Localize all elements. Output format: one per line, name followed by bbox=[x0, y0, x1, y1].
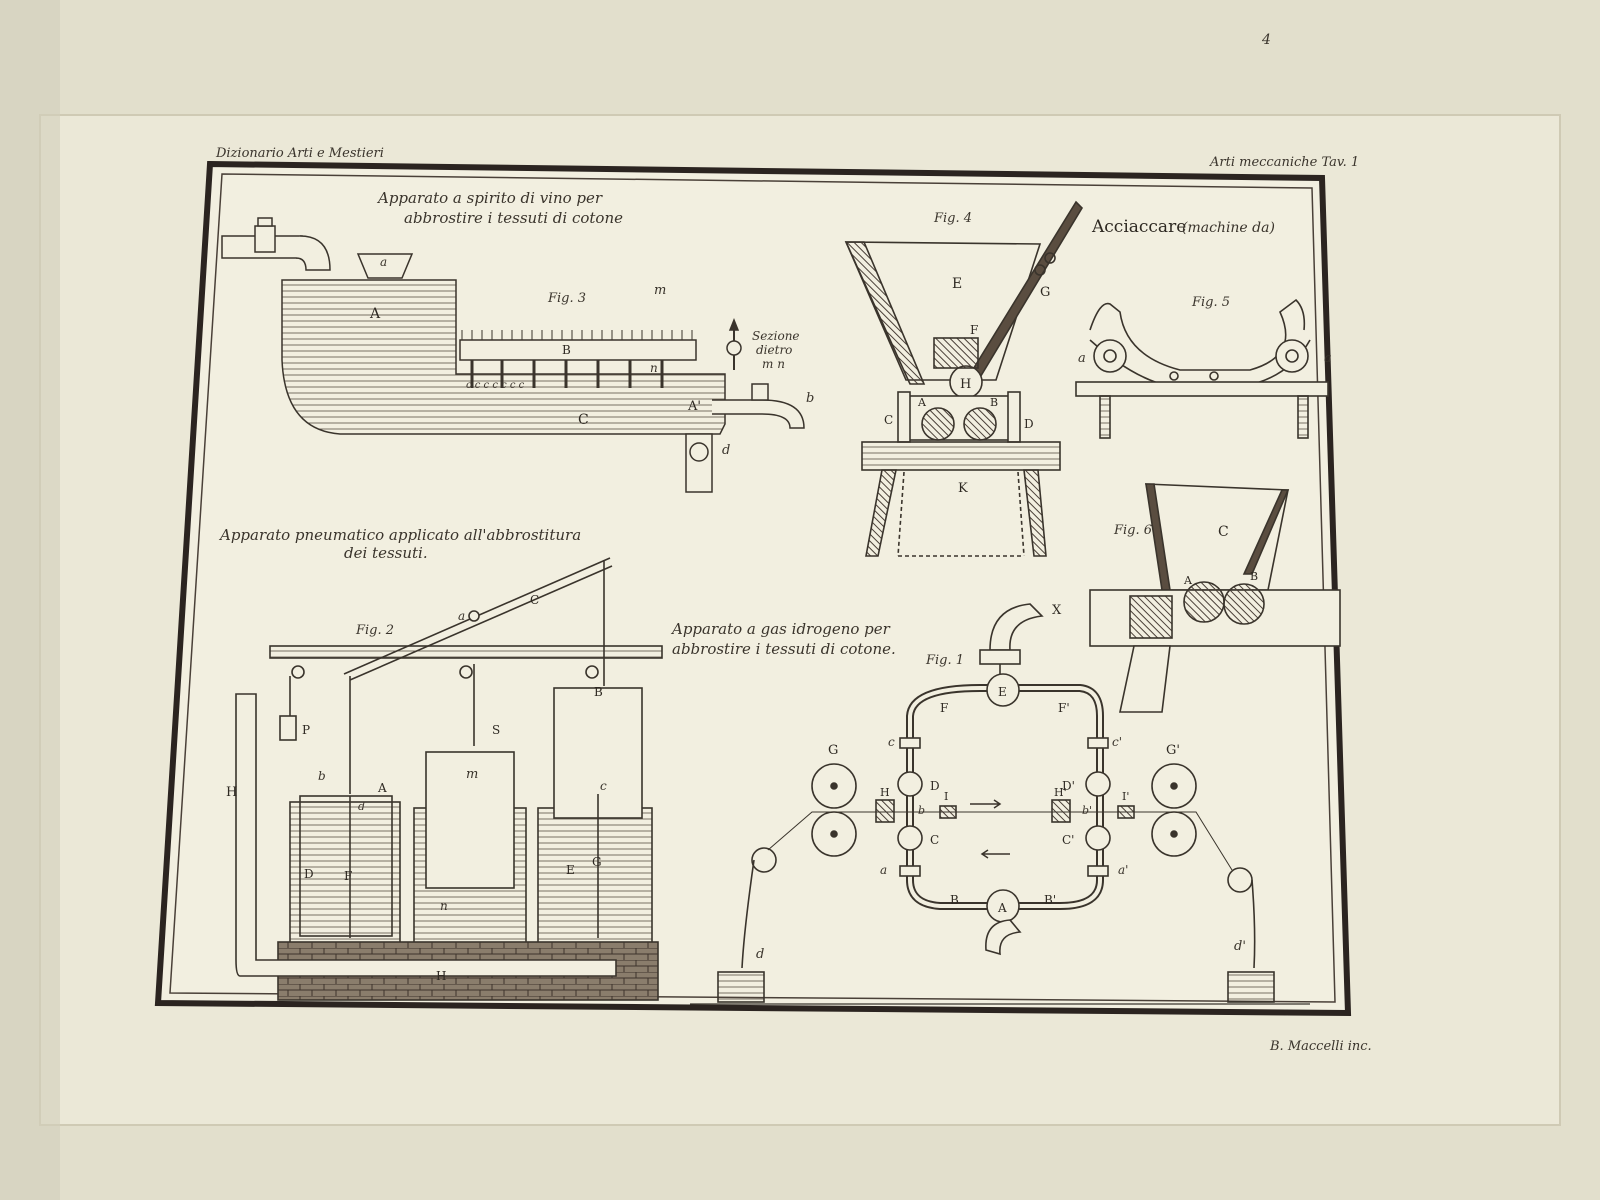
fig1-letter-d-prime: d' bbox=[1234, 939, 1246, 954]
fig2-pneumatic-apparatus bbox=[235, 557, 663, 1001]
fig1-letter-C: C bbox=[930, 833, 939, 847]
fig1-letter-A: A bbox=[997, 901, 1007, 915]
fig1-letter-X: X bbox=[1052, 603, 1062, 618]
fig1-letter-F-prime: F' bbox=[1058, 701, 1070, 715]
fig1-letter-G-prime: G' bbox=[1166, 743, 1180, 758]
fig2-letter-E: E bbox=[566, 863, 575, 877]
fig1-title-line1: Apparato a gas idrogeno per bbox=[670, 620, 891, 638]
fig4-letter-A: A bbox=[917, 396, 927, 409]
fig2-letter-H-left: H bbox=[226, 785, 237, 800]
fig4-letter-E: E bbox=[952, 276, 962, 292]
fig6-label: Fig. 6 bbox=[1113, 523, 1152, 538]
acciaccare-subtitle: (machine da) bbox=[1182, 220, 1275, 236]
fig2-letter-a: a bbox=[458, 609, 465, 623]
fig3-letter-A: A bbox=[369, 306, 381, 322]
header-right: Arti meccaniche Tav. 1 bbox=[1209, 155, 1359, 170]
fig3-letter-B: B bbox=[562, 343, 571, 357]
fig3-letter-a: a bbox=[380, 255, 387, 269]
fig6-letter-C: C bbox=[1218, 524, 1229, 540]
plate-frame-inner bbox=[169, 173, 1336, 1003]
fig1-letter-c: c bbox=[888, 735, 895, 749]
fig1-arrow-right-icon bbox=[970, 799, 1002, 809]
fig1-letter-B: B bbox=[950, 893, 959, 907]
fig1-letter-d: d bbox=[756, 947, 764, 962]
fig2-title-line1: Apparato pneumatico applicato all'abbros… bbox=[218, 526, 581, 544]
fig1-letter-H: H bbox=[880, 786, 890, 799]
fig3-section-line2: dietro bbox=[756, 343, 792, 357]
fig1-letter-C-prime: C' bbox=[1062, 833, 1074, 847]
fig1-letter-D-prime: D' bbox=[1062, 779, 1075, 793]
fig2-letter-c: c bbox=[600, 779, 607, 793]
fig1-letter-B-prime: B' bbox=[1044, 893, 1056, 907]
fig2-letter-n: n bbox=[440, 899, 448, 913]
fig4-letter-G: G bbox=[1040, 285, 1050, 300]
fig3-section-line3: m n bbox=[762, 357, 785, 371]
fig4-letter-K: K bbox=[958, 481, 968, 496]
fig4-letter-H: H bbox=[960, 377, 971, 392]
fig3-spirit-apparatus bbox=[221, 217, 805, 493]
fig1-hydrogen-apparatus bbox=[690, 603, 1310, 1005]
fig5-letter-a-right: a bbox=[1324, 351, 1332, 366]
fig2-letter-D: D bbox=[304, 867, 314, 881]
fig4-letter-F: F bbox=[970, 323, 978, 337]
fig3-letter-m: m bbox=[654, 283, 666, 298]
fig3-letter-b: b bbox=[806, 391, 814, 406]
fig2-letter-m: m bbox=[466, 767, 478, 782]
fig1-letter-a-prime: a' bbox=[1118, 863, 1128, 877]
fig1-letter-E: E bbox=[998, 685, 1007, 699]
fig3-letter-A-prime: A' bbox=[687, 399, 701, 414]
fig1-letter-b: b bbox=[918, 804, 925, 817]
fig6-letter-A: A bbox=[1183, 574, 1193, 587]
fig2-letter-C: C bbox=[530, 593, 539, 607]
fig1-arrow-left-icon bbox=[980, 849, 1010, 859]
page-mark: 4 bbox=[1261, 32, 1271, 48]
fig4-label: Fig. 4 bbox=[933, 211, 972, 226]
fig3-section-line1: Sezione bbox=[752, 329, 800, 343]
fig4-letter-C: C bbox=[884, 413, 893, 427]
fig2-letter-S: S bbox=[492, 723, 500, 737]
acciaccare-title: Acciaccare bbox=[1091, 217, 1186, 237]
fig3-letter-C: C bbox=[578, 412, 589, 428]
fig5-label: Fig. 5 bbox=[1191, 295, 1230, 310]
fig2-letter-H-bottom: H bbox=[436, 969, 446, 983]
fig2-label: Fig. 2 bbox=[355, 623, 394, 638]
engraver-signature: B. Maccelli inc. bbox=[1269, 1039, 1372, 1054]
fig2-letter-d: d bbox=[358, 800, 365, 813]
fig3-letter-n: n bbox=[650, 361, 658, 375]
fig3-title-line1: Apparato a spirito di vino per bbox=[376, 189, 603, 207]
fig5-letter-a-left: a bbox=[1078, 351, 1086, 366]
fig3-label: Fig. 3 bbox=[547, 291, 586, 306]
fig5-bracket bbox=[1075, 298, 1329, 439]
fig1-title-line2: abbrostire i tessuti di cotone. bbox=[672, 640, 896, 658]
fig1-letter-a: a bbox=[880, 863, 887, 877]
fig3-letter-d: d bbox=[722, 443, 730, 458]
fig4-letter-D: D bbox=[1024, 417, 1034, 431]
fig2-letter-P: P bbox=[302, 723, 310, 737]
fig3-letters-c: c c c c c c c bbox=[466, 380, 525, 391]
fig2-letter-A: A bbox=[377, 781, 387, 795]
fig1-label: Fig. 1 bbox=[925, 653, 964, 668]
fig4-crushing-machine bbox=[844, 200, 1084, 557]
fig6-crusher-detail bbox=[1089, 483, 1341, 713]
fig1-letter-I-prime: I' bbox=[1122, 790, 1129, 803]
fig4-letter-B: B bbox=[990, 396, 998, 409]
fig2-letter-G: G bbox=[592, 855, 602, 869]
fig1-letter-c-prime: c' bbox=[1112, 735, 1122, 749]
fig2-letter-F: F bbox=[344, 869, 352, 883]
fig1-letter-b-prime: b' bbox=[1082, 804, 1092, 817]
fig1-letter-G: G bbox=[828, 743, 838, 758]
fig2-letter-b: b bbox=[318, 769, 326, 783]
fig1-letter-I: I bbox=[944, 790, 948, 803]
fig1-letter-F: F bbox=[940, 701, 948, 715]
header-left: Dizionario Arti e Mestieri bbox=[215, 146, 384, 161]
fig1-letter-D: D bbox=[930, 779, 940, 793]
fig6-letter-B: B bbox=[1250, 570, 1258, 583]
fig2-title-line2: dei tessuti. bbox=[344, 544, 428, 562]
fig3-title-line2: abbrostire i tessuti di cotone bbox=[404, 209, 623, 227]
fig1-letter-H-prime: H' bbox=[1054, 786, 1067, 799]
fig2-letter-B: B bbox=[594, 685, 603, 699]
